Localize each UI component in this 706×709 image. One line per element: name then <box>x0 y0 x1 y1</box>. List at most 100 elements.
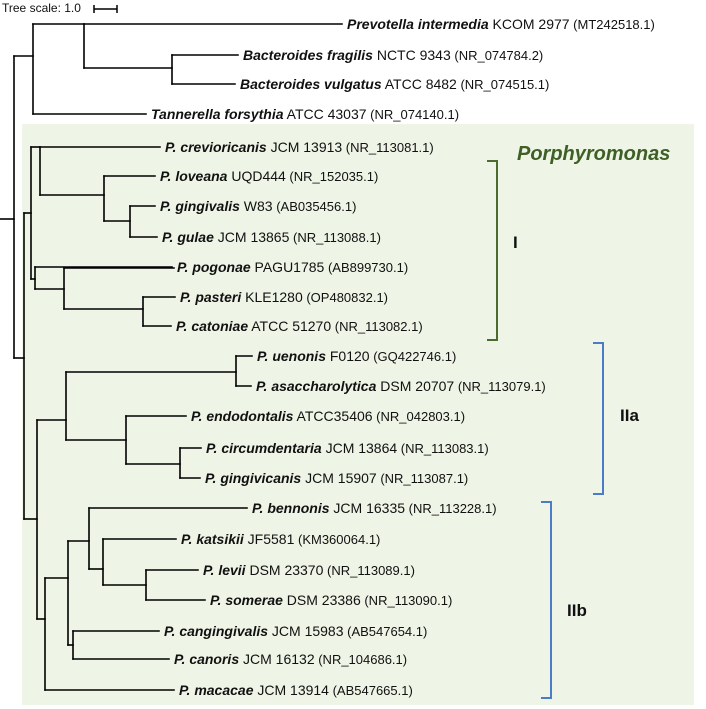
leaf-accession: (NR_113089.1) <box>323 563 415 578</box>
leaf-strain: JCM 16335 <box>330 500 406 516</box>
leaf-species: P. pasteri <box>180 289 242 305</box>
leaf-species: Bacteroides vulgatus <box>240 76 382 92</box>
leaf-strain: DSM 23370 <box>246 562 324 578</box>
leaf-accession: (NR_113228.1) <box>405 501 497 516</box>
clade-IIa-bracket <box>593 342 604 495</box>
leaf-species: P. pogonae <box>177 259 251 275</box>
tree-branches <box>0 23 343 691</box>
leaf-species: P. somerae <box>210 592 283 608</box>
leaf-p-cangingivalis: P. cangingivalis JCM 15983 (AB547654.1) <box>164 623 427 639</box>
leaf-accession: (AB899730.1) <box>324 260 408 275</box>
leaf-p-canoris: P. canoris JCM 16132 (NR_104686.1) <box>174 651 407 667</box>
scale-bar <box>93 5 118 13</box>
leaf-strain: JCM 15983 <box>268 623 344 639</box>
leaf-p-crevioricanis: P. crevioricanis JCM 13913 (NR_113081.1) <box>165 139 434 155</box>
leaf-strain: JCM 16132 <box>239 651 315 667</box>
leaf-accession: (NR_113082.1) <box>331 319 423 334</box>
leaf-p-bennonis: P. bennonis JCM 16335 (NR_113228.1) <box>252 500 497 516</box>
leaf-accession: (NR_074140.1) <box>367 107 460 122</box>
leaf-accession: (NR_152035.1) <box>286 169 379 184</box>
leaf-strain: UQD444 <box>227 168 286 184</box>
leaf-species: P. levii <box>203 562 247 578</box>
leaf-p-pasteri: P. pasteri KLE1280 (OP480832.1) <box>180 289 388 305</box>
leaf-bacteroides-vulgatus: Bacteroides vulgatus ATCC 8482 (NR_07451… <box>240 76 549 92</box>
clade-label-IIa: IIa <box>620 406 639 425</box>
leaf-species: Bacteroides fragilis <box>243 47 373 63</box>
leaf-strain: KLE1280 <box>241 289 303 305</box>
leaf-species: P. macacae <box>179 682 254 698</box>
leaf-species: P. gingivalis <box>160 198 240 214</box>
leaf-species: P. endodontalis <box>191 408 294 424</box>
leaf-accession: (KM360064.1) <box>294 532 380 547</box>
leaf-species: Tannerella forsythia <box>151 106 284 122</box>
leaf-accession: (NR_074515.1) <box>457 77 550 92</box>
clade-I-bracket <box>487 160 498 341</box>
leaf-p-endodontalis: P. endodontalis ATCC35406 (NR_042803.1) <box>191 408 465 424</box>
leaf-accession: (NR_113083.1) <box>397 441 489 456</box>
leaf-accession: (AB035456.1) <box>273 199 357 214</box>
clade-label-I: I <box>513 233 518 252</box>
leaf-strain: JCM 15907 <box>301 470 377 486</box>
leaf-strain: JF5581 <box>244 531 295 547</box>
leaf-accession: (NR_113081.1) <box>342 140 434 155</box>
leaf-accession: (AB547665.1) <box>329 683 413 698</box>
leaf-prevotella-intermedia: Prevotella intermedia KCOM 2977 (MT24251… <box>347 16 655 32</box>
leaf-p-macacae: P. macacae JCM 13914 (AB547665.1) <box>179 682 413 698</box>
leaf-strain: KCOM 2977 <box>489 16 570 32</box>
leaf-strain: DSM 20707 <box>376 378 454 394</box>
leaf-strain: JCM 13914 <box>253 682 329 698</box>
leaf-p-gingivicanis: P. gingivicanis JCM 15907 (NR_113087.1) <box>205 470 468 486</box>
leaf-p-gulae: P. gulae JCM 13865 (NR_113088.1) <box>162 229 381 245</box>
leaf-p-gingivalis: P. gingivalis W83 (AB035456.1) <box>160 198 356 214</box>
leaf-strain: ATCC35406 <box>293 408 372 424</box>
leaf-strain: JCM 13913 <box>267 139 343 155</box>
leaf-species: P. catoniae <box>176 318 248 334</box>
leaf-labels: Prevotella intermedia KCOM 2977 (MT24251… <box>151 16 655 698</box>
leaf-strain: PAGU1785 <box>251 259 325 275</box>
leaf-species: P. bennonis <box>252 500 330 516</box>
tree-scale-label: Tree scale: 1.0 <box>2 1 81 15</box>
leaf-strain: F0120 <box>326 348 370 364</box>
leaf-species: P. canoris <box>174 651 239 667</box>
leaf-species: P. gulae <box>162 229 214 245</box>
leaf-accession: (NR_113087.1) <box>377 471 469 486</box>
tree-scale-legend: Tree scale: 1.0 <box>2 1 81 15</box>
leaf-accession: (NR_042803.1) <box>373 409 466 424</box>
leaf-accession: (NR_104686.1) <box>315 652 408 667</box>
leaf-strain: JCM 13864 <box>322 440 398 456</box>
leaf-accession: (OP480832.1) <box>303 290 388 305</box>
leaf-strain: W83 <box>240 198 273 214</box>
leaf-strain: JCM 13865 <box>214 229 290 245</box>
leaf-accession: (NR_113079.1) <box>454 379 546 394</box>
genus-label: Porphyromonas <box>517 143 670 165</box>
leaf-bacteroides-fragilis: Bacteroides fragilis NCTC 9343 (NR_07478… <box>243 47 543 63</box>
leaf-species: P. katsikii <box>181 531 245 547</box>
leaf-accession: (NR_113090.1) <box>361 593 453 608</box>
leaf-p-somerae: P. somerae DSM 23386 (NR_113090.1) <box>210 592 452 608</box>
clade-label-IIb: IIb <box>567 601 587 620</box>
leaf-species: P. circumdentaria <box>206 440 322 456</box>
porphyromonas-highlight <box>22 124 694 705</box>
leaf-accession: (AB547654.1) <box>344 624 428 639</box>
leaf-tannerella-forsythia: Tannerella forsythia ATCC 43037 (NR_0741… <box>151 106 459 122</box>
leaf-species: P. uenonis <box>257 348 326 364</box>
leaf-p-asaccharolytica: P. asaccharolytica DSM 20707 (NR_113079.… <box>256 378 546 394</box>
leaf-strain: DSM 23386 <box>283 592 361 608</box>
clade-IIb-bracket <box>541 501 552 699</box>
leaf-species: Prevotella intermedia <box>347 16 489 32</box>
leaf-strain: ATCC 8482 <box>382 76 457 92</box>
leaf-strain: NCTC 9343 <box>373 47 451 63</box>
leaf-species: P. loveana <box>160 168 228 184</box>
leaf-strain: ATCC 43037 <box>284 106 367 122</box>
leaf-accession: (GQ422746.1) <box>370 349 457 364</box>
leaf-p-catoniae: P. catoniae ATCC 51270 (NR_113082.1) <box>176 318 423 334</box>
leaf-p-katsikii: P. katsikii JF5581 (KM360064.1) <box>181 531 380 547</box>
leaf-species: P. crevioricanis <box>165 139 267 155</box>
leaf-p-pogonae: P. pogonae PAGU1785 (AB899730.1) <box>177 259 408 275</box>
leaf-p-loveana: P. loveana UQD444 (NR_152035.1) <box>160 168 378 184</box>
leaf-accession: (MT242518.1) <box>570 17 655 32</box>
leaf-p-circumdentaria: P. circumdentaria JCM 13864 (NR_113083.1… <box>206 440 489 456</box>
leaf-p-uenonis: P. uenonis F0120 (GQ422746.1) <box>257 348 456 364</box>
leaf-p-levii: P. levii DSM 23370 (NR_113089.1) <box>203 562 415 578</box>
